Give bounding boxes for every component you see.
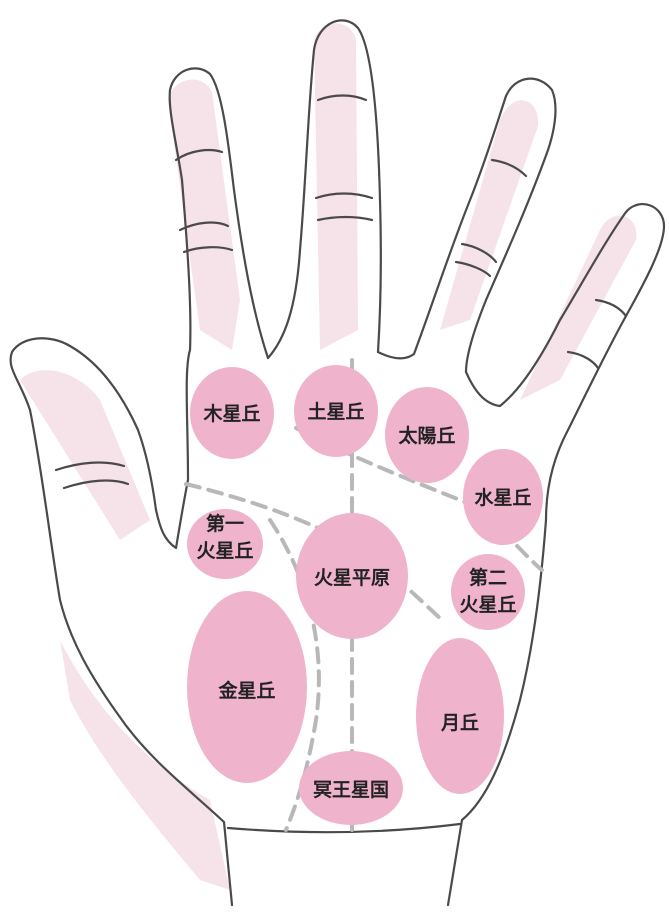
venus-label: 金星丘 bbox=[217, 679, 275, 702]
venus-mount bbox=[187, 591, 307, 783]
mars2-label-line1: 第二 bbox=[469, 566, 507, 589]
jupiter-label: 木星丘 bbox=[202, 402, 260, 425]
mars2-label-line2: 火星丘 bbox=[459, 594, 516, 616]
mercury-mount bbox=[463, 449, 543, 545]
saturn-label: 土星丘 bbox=[307, 401, 364, 423]
mercury-label: 水星丘 bbox=[474, 487, 531, 509]
head-line bbox=[184, 482, 444, 622]
sun-label: 太陽丘 bbox=[398, 424, 455, 447]
mounts bbox=[187, 365, 543, 825]
pluto-label: 冥王星国 bbox=[313, 779, 389, 801]
saturn-mount bbox=[294, 365, 378, 457]
mars-plain-mount bbox=[296, 513, 408, 639]
mars1-label-line1: 第一 bbox=[206, 512, 244, 535]
moon-label: 月丘 bbox=[440, 712, 479, 734]
mars-plain-label: 火星平原 bbox=[314, 567, 390, 589]
pluto-mount bbox=[299, 751, 403, 825]
hand-shading bbox=[20, 23, 637, 890]
mars2-mount bbox=[451, 554, 525, 630]
hand-outline bbox=[9, 19, 666, 907]
mars1-mount bbox=[187, 509, 263, 579]
moon-mount bbox=[416, 638, 504, 794]
mount-labels: 木星丘 土星丘 太陽丘 水星丘 第一 火星丘 火星平原 第二 火星丘 金星丘 月… bbox=[196, 401, 531, 801]
sun-mount bbox=[385, 387, 469, 483]
mars1-label-line2: 火星丘 bbox=[196, 540, 253, 562]
jupiter-mount bbox=[190, 367, 274, 459]
